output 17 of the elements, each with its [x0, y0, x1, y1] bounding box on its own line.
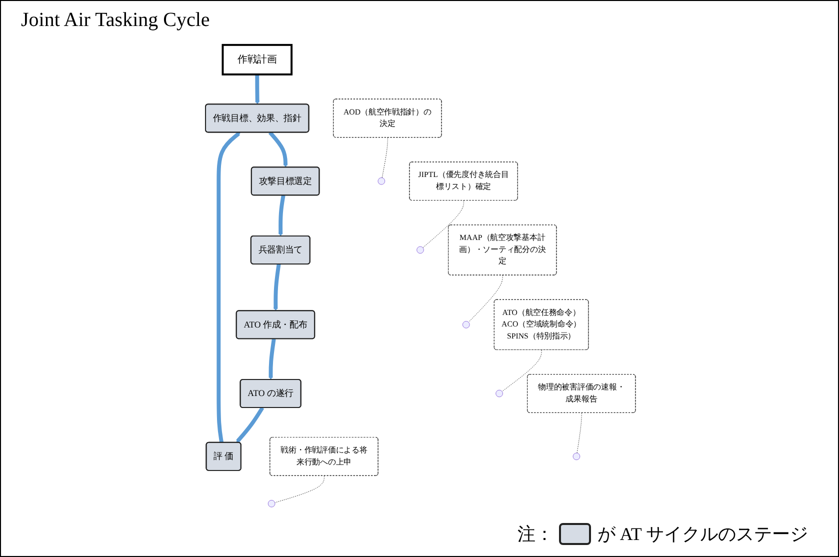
connector — [576, 412, 582, 454]
diagram-title: Joint Air Tasking Cycle — [21, 9, 210, 32]
arrow — [268, 338, 276, 380]
arrow — [278, 195, 286, 236]
arrow — [274, 264, 281, 312]
note-label: 注： — [517, 523, 554, 546]
arrow — [268, 131, 288, 168]
legend-text: が AT サイクルのステージ — [597, 523, 808, 546]
arrow — [255, 74, 260, 105]
arrow — [236, 406, 264, 443]
connector — [382, 137, 388, 178]
connector — [468, 275, 503, 322]
node-box: 作戦計画 — [222, 44, 293, 76]
connector — [422, 200, 464, 248]
connector — [274, 476, 324, 503]
connector — [502, 350, 542, 392]
arrow — [216, 132, 240, 443]
